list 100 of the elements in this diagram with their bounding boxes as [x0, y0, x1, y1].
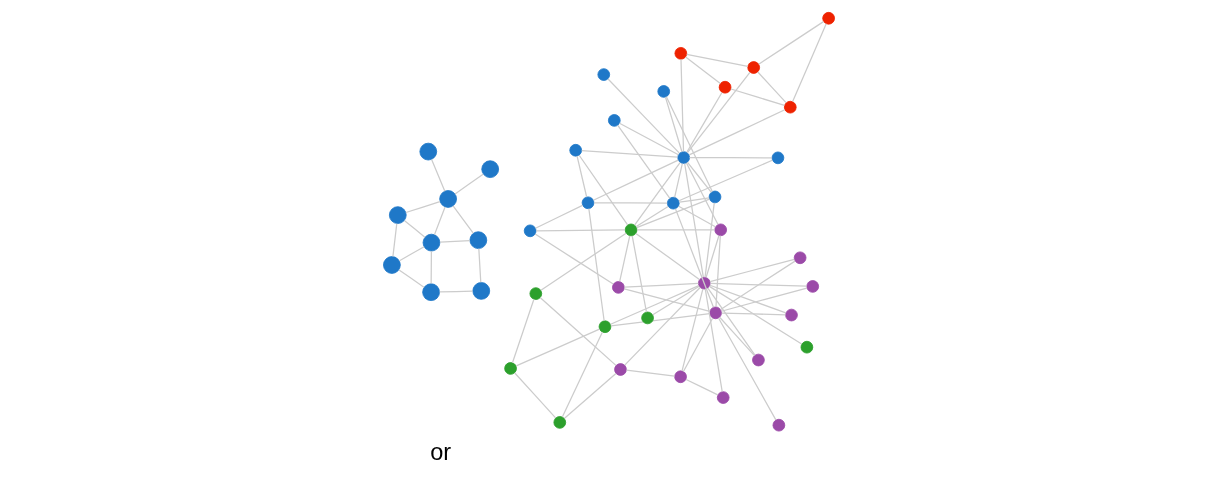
- connector: [438, 239, 470, 243]
- node-circle: [771, 151, 784, 164]
- node-circle: [469, 230, 487, 249]
- node-circle: [783, 100, 797, 113]
- node-circle: [418, 142, 437, 160]
- node-circle: [503, 361, 517, 375]
- node-circle: [674, 46, 687, 60]
- connector: [606, 77, 680, 154]
- connector: [625, 369, 675, 377]
- connector: [618, 234, 630, 282]
- connector: [703, 201, 715, 278]
- node-circle: [718, 80, 731, 94]
- node-circle: [800, 340, 813, 353]
- connector: [403, 219, 425, 238]
- connector: [717, 317, 776, 420]
- connector: [511, 298, 535, 363]
- connector: [683, 162, 704, 278]
- connector: [729, 87, 785, 106]
- connector: [433, 205, 446, 235]
- node-circle: [805, 279, 819, 293]
- connector: [705, 234, 720, 278]
- connector: [593, 201, 668, 204]
- connector: [677, 205, 716, 227]
- node-circle: [611, 280, 625, 294]
- connector: [430, 250, 432, 284]
- connector: [718, 316, 755, 356]
- node-circle: [640, 311, 654, 324]
- connector: [708, 258, 795, 282]
- connector: [686, 71, 751, 153]
- node-circle: [676, 150, 690, 164]
- node-circle: [772, 418, 785, 431]
- connector: [535, 228, 626, 231]
- node-circle: [598, 319, 611, 333]
- node-circle: [784, 308, 798, 321]
- node-circle: [666, 196, 680, 209]
- connector: [688, 156, 773, 158]
- connector: [673, 162, 683, 198]
- node-circle: [422, 233, 440, 251]
- connector: [708, 285, 802, 345]
- connector: [631, 234, 647, 313]
- node-circle: [568, 143, 582, 157]
- node-circle: [821, 11, 835, 25]
- label: or: [429, 438, 451, 465]
- node-circle: [471, 281, 490, 300]
- node-circle: [673, 369, 687, 383]
- node-circle: [596, 67, 610, 81]
- connector: [515, 328, 600, 367]
- connector: [714, 234, 721, 308]
- connector: [708, 284, 786, 314]
- connector: [664, 96, 683, 152]
- node-circle: [746, 60, 760, 74]
- connector: [578, 154, 628, 226]
- connector: [397, 268, 425, 288]
- node-circle: [552, 415, 566, 429]
- connector: [680, 287, 703, 371]
- connector: [757, 20, 824, 65]
- connector: [636, 228, 715, 230]
- connector: [685, 53, 748, 67]
- connector: [391, 222, 397, 257]
- connector: [453, 173, 484, 195]
- connector: [534, 204, 583, 229]
- node-circle: [607, 113, 621, 127]
- connector: [678, 196, 710, 203]
- connector: [688, 108, 785, 156]
- node-circle: [713, 223, 727, 236]
- connector: [756, 70, 787, 103]
- connector: [513, 371, 556, 418]
- connector: [684, 55, 721, 84]
- node-circle: [523, 224, 536, 237]
- connector: [791, 22, 827, 102]
- connector: [451, 204, 474, 234]
- connector: [635, 205, 669, 227]
- connector: [706, 287, 755, 355]
- node-circle: [529, 286, 542, 300]
- connector: [609, 284, 699, 325]
- connector: [609, 312, 710, 327]
- node-circle: [793, 250, 806, 264]
- connector: [682, 317, 713, 372]
- connector: [685, 378, 718, 396]
- node-circle: [697, 276, 711, 289]
- node-circle: [388, 205, 407, 224]
- connector: [561, 330, 603, 418]
- node-circle: [581, 195, 594, 209]
- connector: [633, 161, 681, 226]
- node-circle: [613, 362, 627, 376]
- connector: [430, 158, 445, 192]
- connector: [704, 287, 723, 392]
- connector: [720, 286, 807, 312]
- node-circle: [480, 159, 499, 178]
- connector: [720, 311, 786, 315]
- connector: [686, 161, 712, 193]
- connector: [616, 124, 670, 199]
- connector: [438, 290, 473, 293]
- connector: [651, 285, 700, 315]
- connector: [618, 122, 679, 155]
- connector: [575, 155, 587, 197]
- node-circle: [708, 190, 721, 203]
- connector: [623, 287, 710, 312]
- connector: [534, 232, 614, 285]
- connector: [685, 161, 718, 225]
